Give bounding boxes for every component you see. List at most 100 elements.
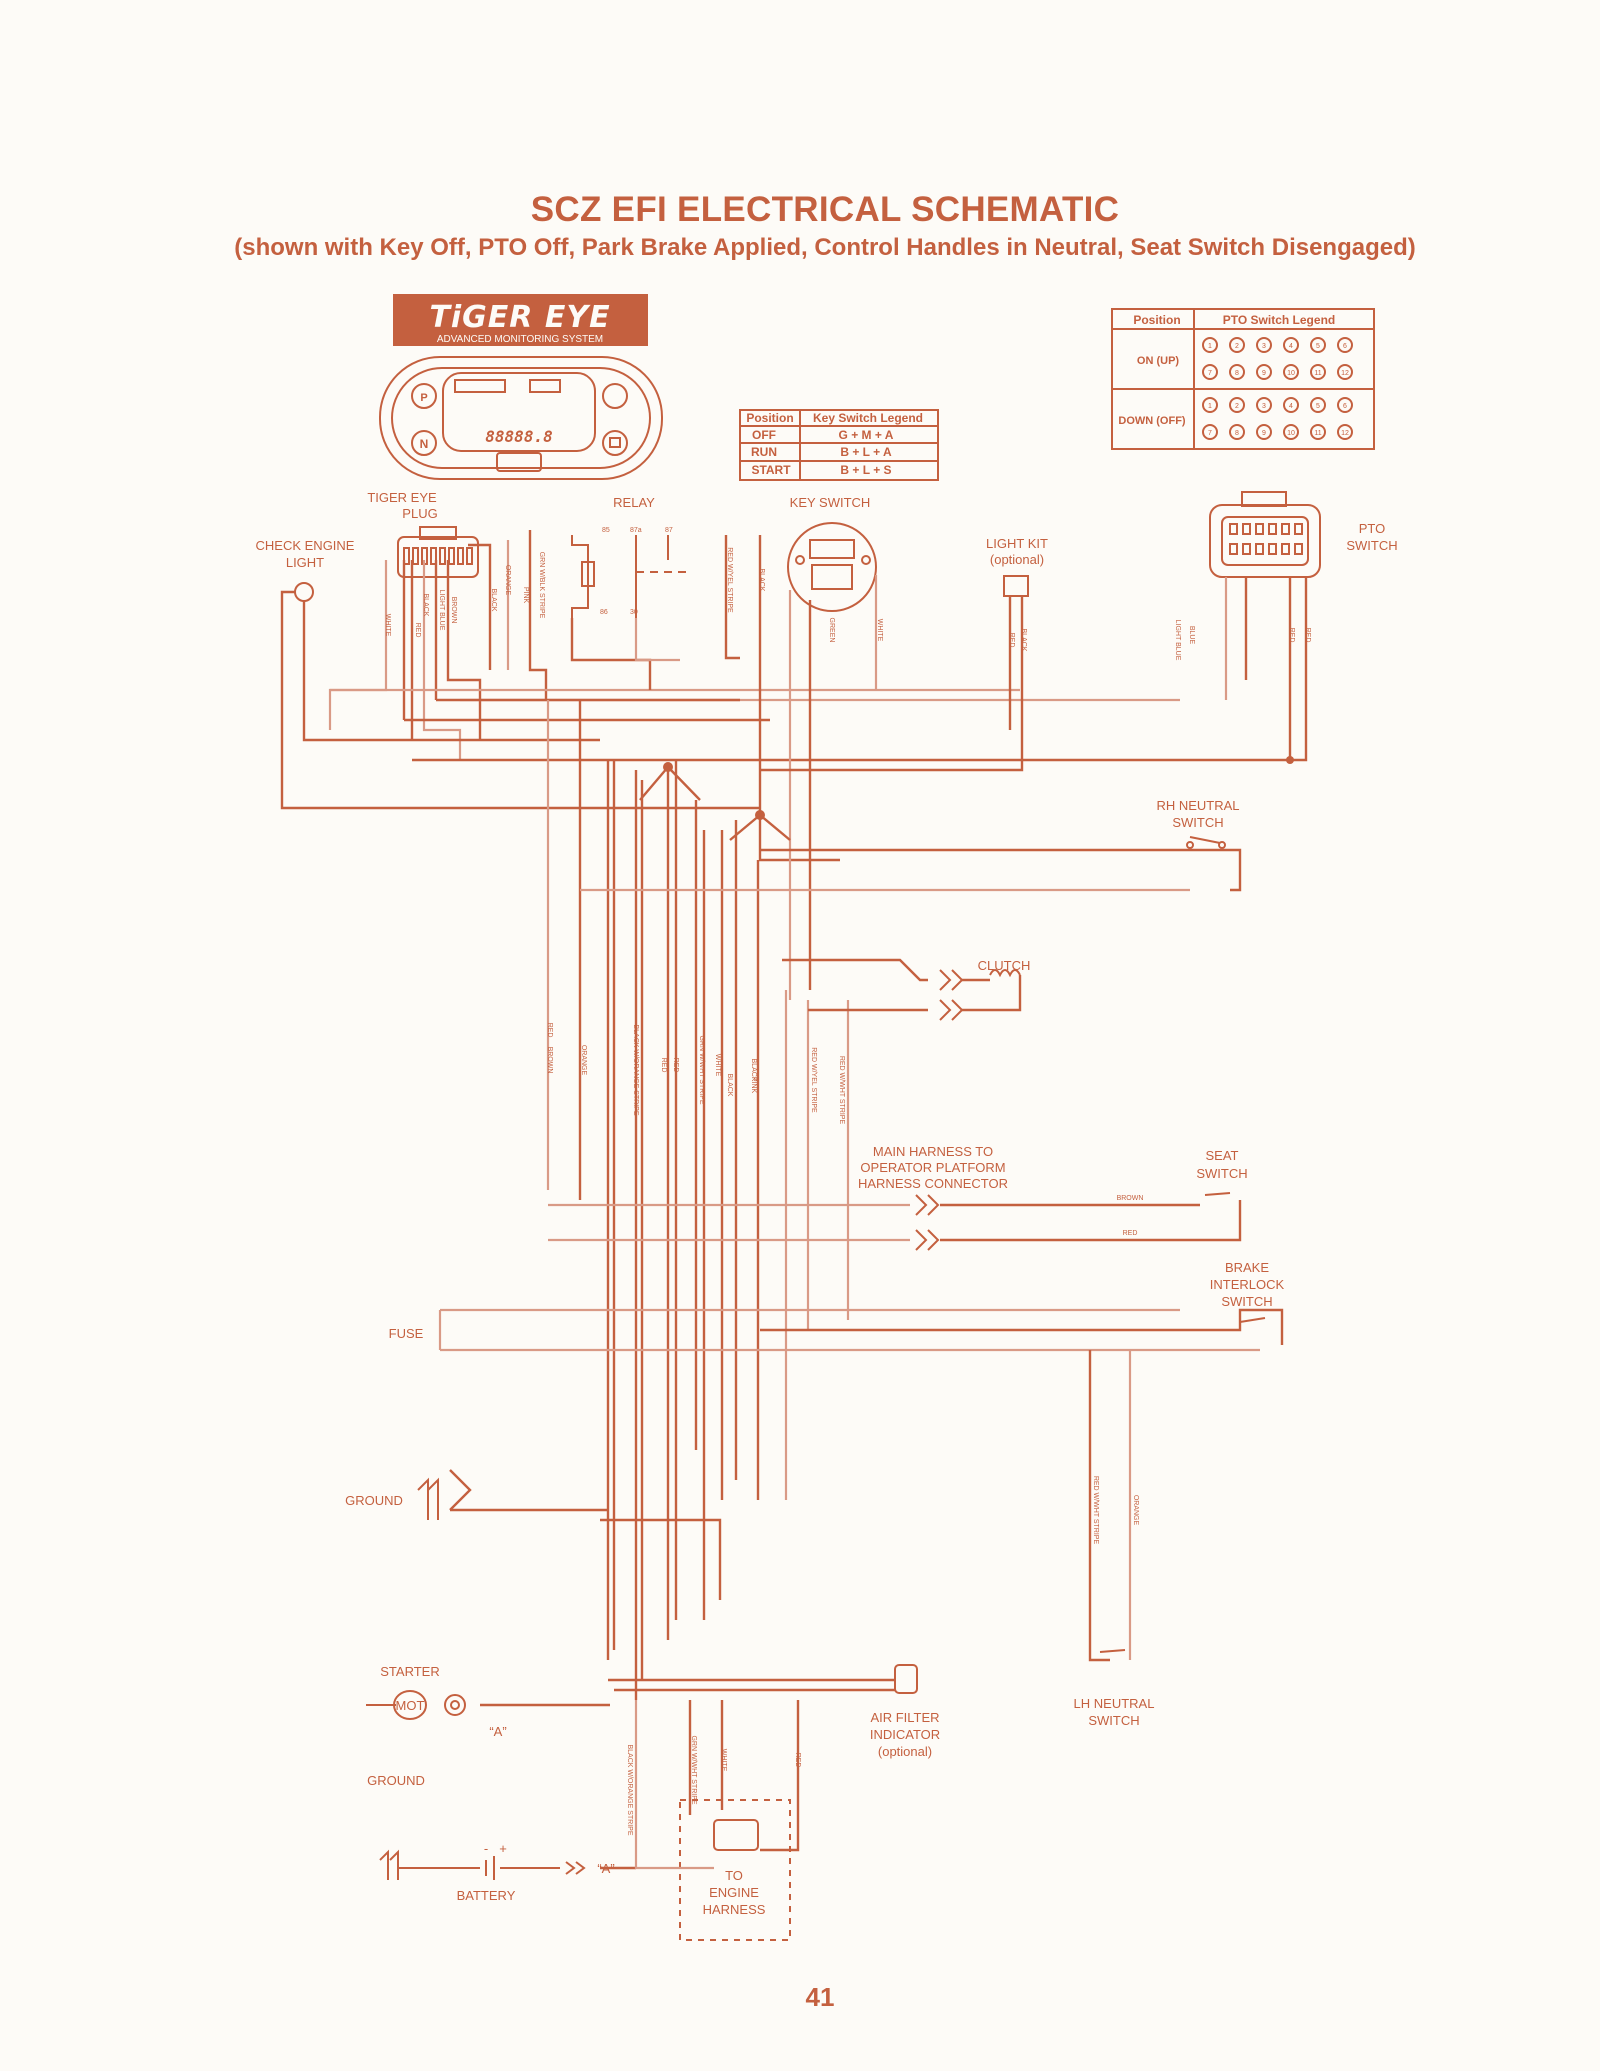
- pto-legend-pin-number: 12: [1341, 370, 1349, 377]
- pto-legend-pin: [1310, 424, 1326, 440]
- key-legend-pos-run: RUN: [751, 445, 777, 459]
- pto-legend-pin-number: 7: [1208, 370, 1212, 377]
- pto-connector-pin: [1294, 543, 1303, 555]
- pto-legend-pin-number: 8: [1235, 370, 1239, 377]
- pto-legend-pin: [1229, 397, 1245, 413]
- wire-color-label: RED: [1304, 628, 1311, 643]
- wire-color-label: BLUE: [1188, 626, 1195, 645]
- ground-upper-label: GROUND: [345, 1493, 403, 1508]
- main-harness-label-3: HARNESS CONNECTOR: [858, 1176, 1008, 1191]
- pto-legend-pin: [1310, 364, 1326, 380]
- wiring-harness: [280, 530, 1308, 1941]
- plug-pin: [403, 547, 410, 565]
- pto-legend-pin-number: 3: [1262, 343, 1266, 350]
- brake-icon: [411, 383, 437, 409]
- key-switch-label: KEY SWITCH: [790, 495, 871, 510]
- key-switch-symbol: [787, 522, 877, 612]
- lh-neutral-label-1: LH NEUTRAL: [1074, 1696, 1155, 1711]
- wire-color-label: RED W/YEL STRIPE: [810, 1047, 817, 1113]
- wire-color-label: BLACK W/ORANGE STRIPE: [626, 1744, 633, 1835]
- logo-tagline: ADVANCED MONITORING SYSTEM: [437, 334, 603, 345]
- relay-symbol: 85 87a 87 86 30: [571, 527, 690, 618]
- pto-legend-pin: [1283, 424, 1299, 440]
- wire-color-label: BLACK: [758, 569, 765, 592]
- starter-terminal-label: “A”: [489, 1724, 506, 1739]
- wire-color-label: GRN W/WHT STRIPE: [690, 1735, 697, 1804]
- pto-legend-pin: [1229, 364, 1245, 380]
- wire-color-label: ORANGE: [580, 1045, 587, 1076]
- pto-legend-pin: [1337, 424, 1353, 440]
- ground-lower-label: GROUND: [367, 1773, 425, 1788]
- pto-legend-pin: [1202, 337, 1218, 353]
- key-legend-header-title: Key Switch Legend: [813, 411, 923, 425]
- tiger-eye-plug-connector: [397, 526, 479, 578]
- air-filter-label-3: (optional): [878, 1744, 932, 1759]
- check-engine-lamp-icon: [294, 582, 314, 602]
- page-title: SCZ EFI ELECTRICAL SCHEMATIC: [530, 190, 1120, 229]
- pto-switch-legend: Position PTO Switch Legend ON (UP) DOWN …: [1111, 308, 1375, 450]
- pto-connector-pin: [1268, 543, 1277, 555]
- wire-color-label: RED W/WHT STRIPE: [1092, 1476, 1099, 1545]
- pto-connector-pin: [1281, 523, 1290, 535]
- wire-color-label: RED W/WHT STRIPE: [838, 1056, 845, 1125]
- battery-plus-label: +: [499, 1841, 507, 1856]
- fuse-label: FUSE: [389, 1326, 424, 1341]
- seat-switch-label-1: SEAT: [1206, 1148, 1239, 1163]
- tiger-eye-plug-label-2: PLUG: [402, 506, 437, 521]
- wire-color-label: RED W/YEL STRIPE: [726, 547, 733, 613]
- wire-color-label: GRN W/BLK STRIPE: [538, 552, 545, 619]
- wire-color-label: BLACK: [750, 1059, 757, 1082]
- key-legend-val-run: B + L + A: [840, 445, 892, 459]
- pto-legend-pin: [1310, 337, 1326, 353]
- engine-harness-label-2: ENGINE: [709, 1885, 759, 1900]
- pto-legend-pin-number: 11: [1314, 370, 1321, 377]
- svg-text:N: N: [420, 437, 429, 451]
- key-legend-val-start: B + L + S: [840, 463, 891, 477]
- tiger-eye-display: P N 88888.8: [379, 356, 663, 480]
- battery-icon: [602, 430, 628, 456]
- pto-legend-pin-number: 6: [1343, 403, 1347, 410]
- check-engine-light-label-2: LIGHT: [286, 555, 324, 570]
- wire-color-label: BROWN: [450, 597, 457, 624]
- wire-color-label: LIGHT BLUE: [438, 590, 445, 631]
- pto-connector-pin: [1255, 523, 1264, 535]
- main-harness-label-2: OPERATOR PLATFORM: [860, 1160, 1005, 1175]
- lh-neutral-label-2: SWITCH: [1088, 1713, 1139, 1728]
- relay-pin-30: 30: [630, 609, 638, 616]
- plug-pin: [457, 547, 464, 565]
- engine-harness-label-3: HARNESS: [703, 1902, 766, 1917]
- wire-color-label: RED: [414, 623, 421, 638]
- pto-legend-header-title: PTO Switch Legend: [1223, 313, 1335, 327]
- service-icon: [602, 383, 628, 409]
- pto-connector-pin: [1268, 523, 1277, 535]
- pto-legend-pin-number: 12: [1341, 430, 1349, 437]
- relay-pin-87: 87: [665, 527, 673, 534]
- light-kit-label-1: LIGHT KIT: [986, 536, 1048, 551]
- page-number: 41: [805, 1982, 835, 2012]
- pto-legend-pin-number: 1: [1208, 403, 1212, 410]
- pto-connector-pin: [1242, 543, 1251, 555]
- display-readout: 88888.8: [485, 427, 552, 446]
- pto-legend-pin-number: 10: [1287, 430, 1295, 437]
- brake-interlock-label-3: SWITCH: [1221, 1294, 1272, 1309]
- plug-pin: [439, 547, 446, 565]
- plug-pin: [448, 547, 455, 565]
- wire-color-label: PINK: [750, 1077, 757, 1094]
- wire-color-label: ORANGE: [1132, 1495, 1139, 1526]
- wire-color-label: BLACK: [726, 1074, 733, 1097]
- key-legend-pos-start: START: [751, 463, 791, 477]
- key-legend-val-off: G + M + A: [839, 428, 894, 442]
- pto-legend-pin-number: 6: [1343, 343, 1347, 350]
- wire-color-label: BLACK W/ORANGE STRIPE: [632, 1024, 639, 1115]
- pto-connector-pin: [1294, 523, 1303, 535]
- pto-legend-header-position: Position: [1133, 313, 1180, 327]
- pto-connector-pin: [1242, 523, 1251, 535]
- wire-color-label: GREEN: [828, 618, 835, 643]
- wire-color-label: WHITE: [876, 619, 883, 642]
- wire-color-label: LIGHT BLUE: [1174, 620, 1181, 661]
- wire-color-label: RED: [794, 1753, 801, 1768]
- pto-switch-label-1: PTO: [1359, 521, 1386, 536]
- pto-legend-pin: [1229, 424, 1245, 440]
- pto-legend-pin: [1229, 337, 1245, 353]
